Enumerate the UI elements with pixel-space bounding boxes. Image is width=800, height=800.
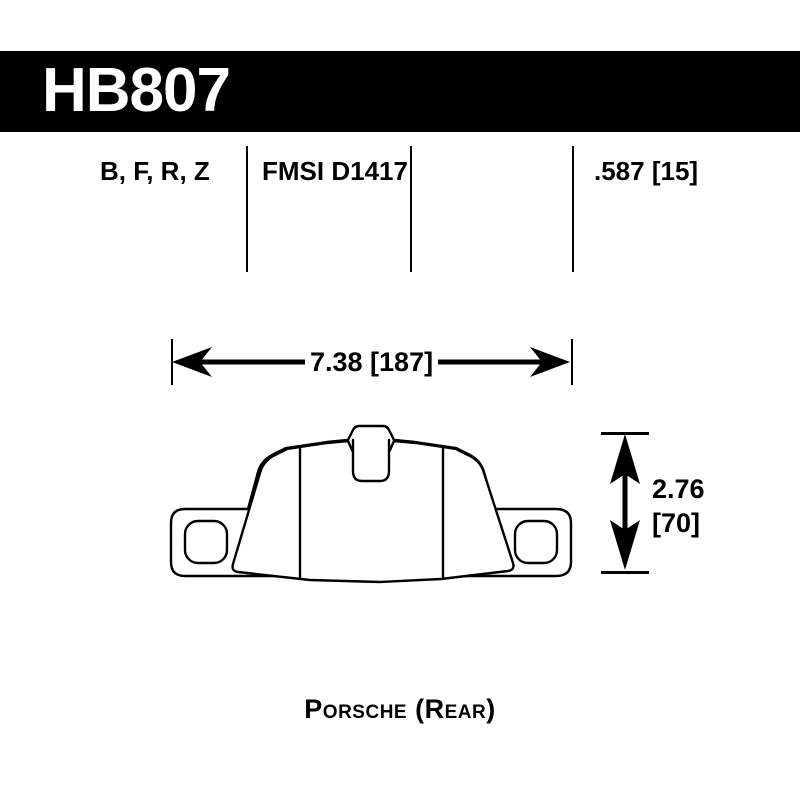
left-mounting-hole bbox=[183, 519, 229, 565]
width-arrow-left bbox=[172, 347, 305, 377]
friction-pad-outline bbox=[231, 439, 515, 584]
height-dimension-inch: 2.76 bbox=[652, 474, 705, 504]
center-notch bbox=[351, 438, 391, 483]
height-extension-line-bottom bbox=[601, 571, 649, 574]
height-dimension-mm: [70] bbox=[652, 508, 701, 538]
compound-list: B, F, R, Z bbox=[100, 156, 210, 186]
height-dimension-label: 2.76 [70] bbox=[652, 472, 705, 540]
width-extension-line-left bbox=[171, 339, 173, 385]
width-extension-line-right bbox=[571, 339, 573, 385]
height-arrow bbox=[610, 434, 640, 570]
right-mounting-hole bbox=[513, 519, 559, 565]
thickness-spec: .587 [15] bbox=[594, 156, 699, 186]
backing-plate-outline bbox=[169, 424, 573, 578]
spec-divider-3 bbox=[572, 146, 574, 272]
width-dimension-label: 7.38 [187] bbox=[305, 349, 439, 376]
part-number: HB807 bbox=[42, 56, 231, 125]
width-arrow-right bbox=[437, 347, 570, 377]
title-bar bbox=[0, 51, 800, 132]
fmsi-number: FMSI D1417 bbox=[262, 156, 408, 186]
spec-divider-2 bbox=[410, 146, 412, 272]
spec-divider-1 bbox=[246, 146, 248, 272]
vehicle-caption: Porsche (Rear) bbox=[304, 694, 496, 724]
height-extension-line-top bbox=[601, 432, 649, 435]
